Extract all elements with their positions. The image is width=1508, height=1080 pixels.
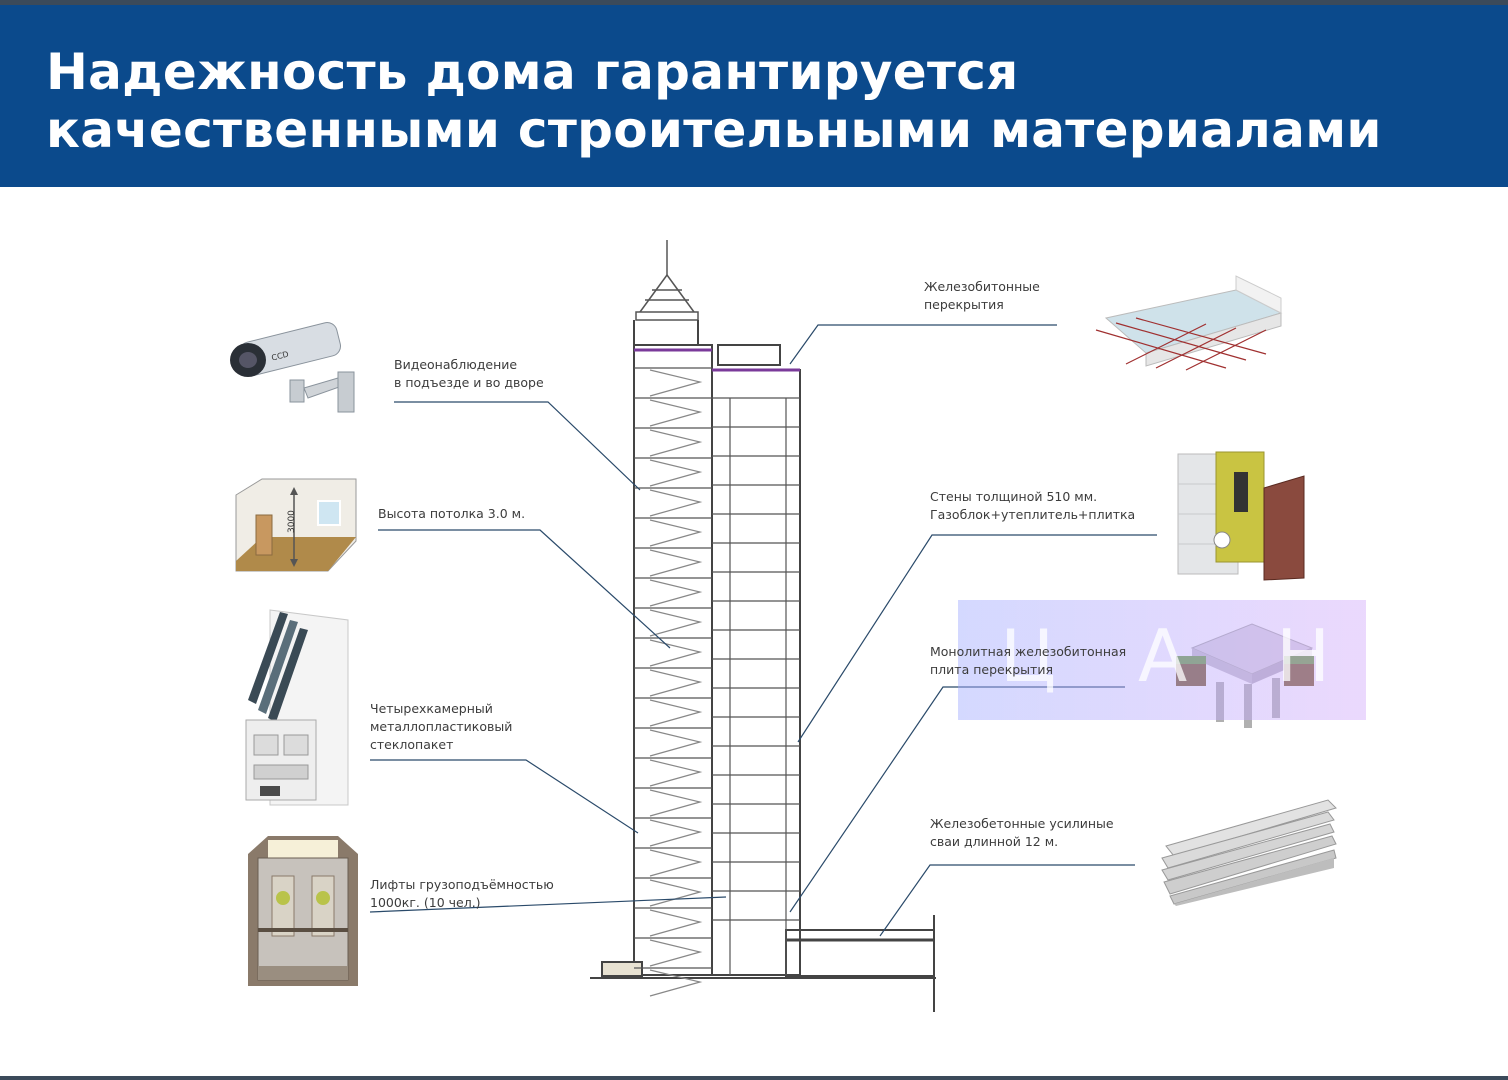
label-slab: Монолитная железобитонная плита перекрыт… — [930, 644, 1127, 677]
stair-flight — [649, 489, 703, 517]
stair-flight — [649, 759, 703, 787]
label-ceiling-height: Высота потолка 3.0 м. — [378, 506, 526, 521]
concrete-piles-icon — [1161, 799, 1337, 906]
stair-flight — [649, 909, 703, 937]
stair-flight — [649, 969, 703, 997]
stair-flight — [649, 519, 703, 547]
label-walls: Стены толщиной 510 мм. Газоблок+утеплите… — [930, 489, 1136, 522]
svg-text:3000: 3000 — [287, 510, 297, 533]
podium — [590, 915, 936, 1012]
stair-flight — [649, 939, 703, 967]
floor-lines-right — [712, 397, 800, 975]
elevator-cabin-icon — [248, 836, 358, 986]
stair-flight — [649, 819, 703, 847]
stair-flight — [649, 849, 703, 877]
title-line-2: качественными строительными материалами — [46, 101, 1382, 159]
security-camera-icon: CCD — [230, 322, 355, 413]
watermark-logo: Ц А Н — [958, 600, 1366, 720]
label-piles: Железобетонные усилиные сваи длинной 12 … — [930, 816, 1114, 849]
floor-slab-rebar-icon — [1095, 275, 1283, 371]
tower-outline — [633, 320, 801, 976]
title-line-1: Надежность дома гарантируется — [46, 43, 1019, 101]
stair-flight — [649, 459, 703, 487]
label-floors: Железобитонные перекрытия — [924, 279, 1040, 312]
svg-text:CCD: CCD — [271, 350, 290, 363]
wall-insulation-icon — [1177, 451, 1305, 581]
label-window: Четырехкамерный металлопластиковый стекл… — [370, 701, 513, 752]
floor-lines-left — [634, 367, 712, 997]
stair-flight — [649, 789, 703, 817]
stair-flight — [649, 669, 703, 697]
header-banner: Надежность дома гарантируется качественн… — [0, 5, 1508, 187]
leader-lines — [369, 324, 1157, 937]
stair-flight — [649, 879, 703, 907]
stair-flight — [649, 399, 703, 427]
stair-flight — [649, 429, 703, 457]
stair-flight — [649, 729, 703, 757]
label-elevator: Лифты грузоподъёмностью 1000кг. (10 чел.… — [370, 877, 554, 910]
spire — [635, 240, 699, 321]
stair-flight — [649, 369, 703, 397]
top-border — [0, 0, 1508, 5]
label-cctv: Видеонаблюдение в подъезде и во дворе — [394, 357, 544, 390]
stair-flight — [649, 699, 703, 727]
bottom-border — [0, 1076, 1508, 1080]
monolithic-slab-icon — [1176, 623, 1314, 728]
room-height-icon: 3000 — [235, 478, 357, 572]
page-title: Надежность дома гарантируется качественн… — [46, 43, 1382, 159]
stair-flight — [649, 549, 703, 577]
stair-flight — [649, 609, 703, 637]
stair-flight — [649, 639, 703, 667]
stair-flight — [649, 579, 703, 607]
window-profile-icon — [245, 609, 349, 806]
